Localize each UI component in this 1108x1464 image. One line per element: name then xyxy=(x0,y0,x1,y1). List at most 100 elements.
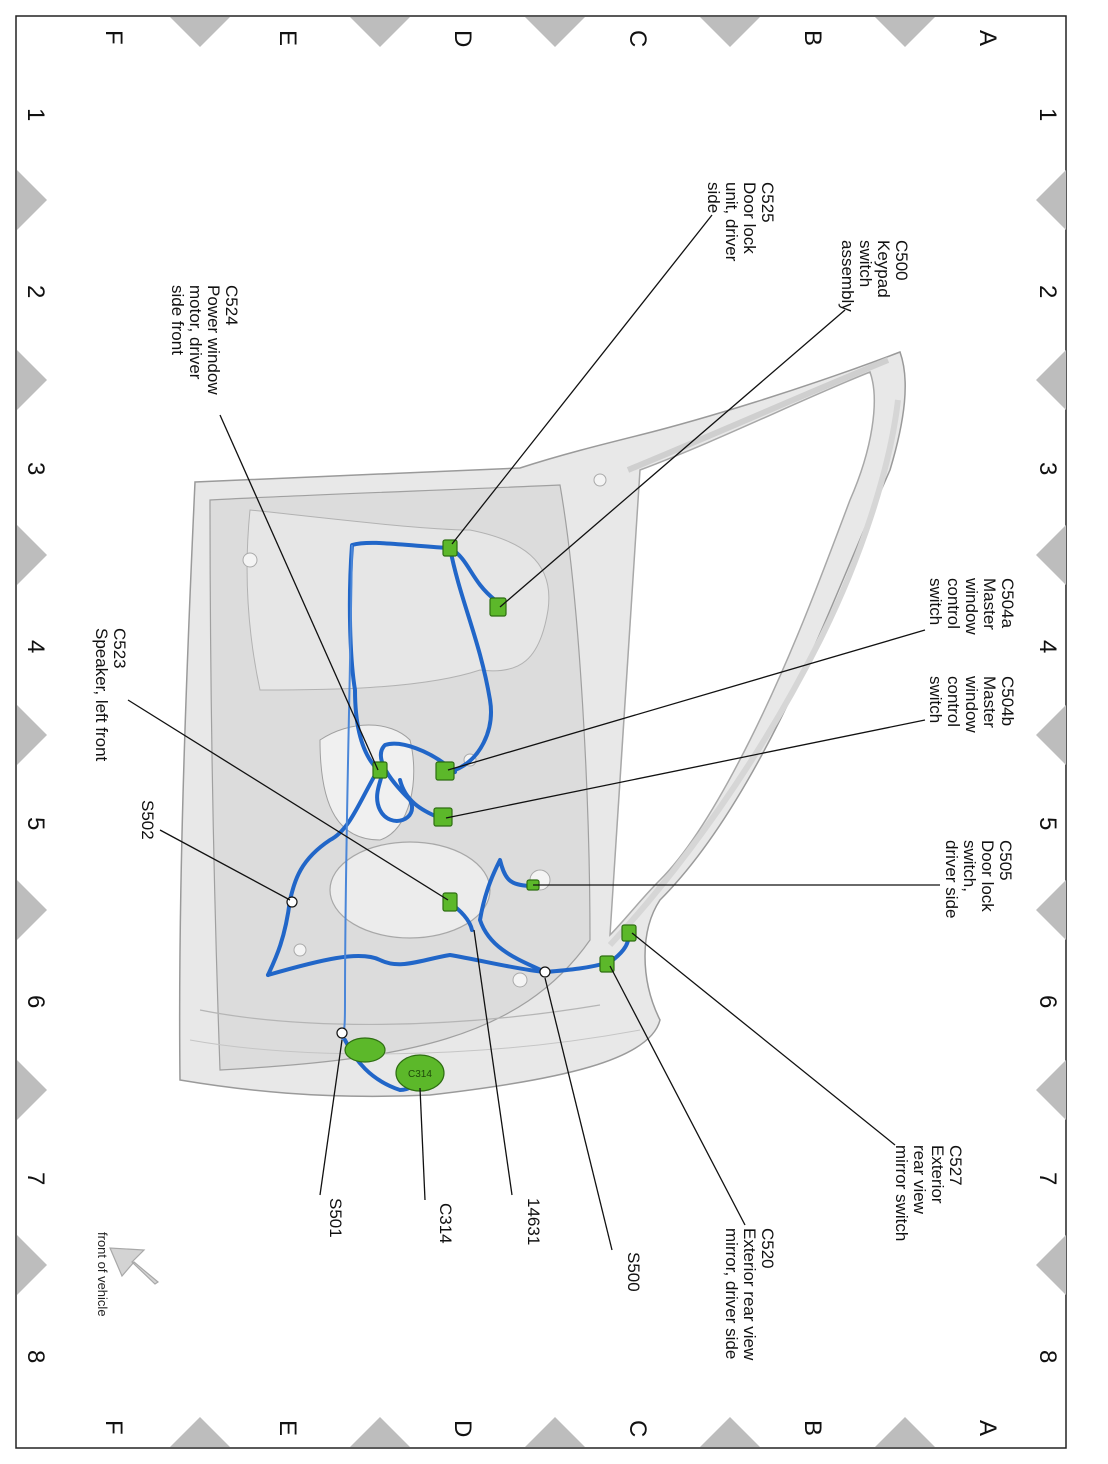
callout-c500-line2: Keypad xyxy=(874,240,893,298)
connector-c527 xyxy=(621,924,637,942)
leader-lines xyxy=(127,214,940,1251)
callout-c527: C527 Exterior rear view mirror switch xyxy=(892,1145,965,1241)
connector-c500 xyxy=(489,597,507,617)
callout-c504b-line3: window xyxy=(962,675,981,733)
splice-s501 xyxy=(336,1027,348,1039)
callout-c524-line4: side front xyxy=(168,285,187,355)
callout-c520-line2: Exterior rear view xyxy=(740,1228,759,1361)
callout-c505-line1: C505 xyxy=(996,840,1015,881)
row-label-b-bottom: B xyxy=(799,1420,826,1436)
col-label-3-left: 3 xyxy=(22,462,49,475)
callout-c525-line4: side xyxy=(704,182,723,213)
callout-c504a: C504a Master window control switch xyxy=(926,577,1017,635)
callout-c524: C524 Power window motor, driver side fro… xyxy=(168,285,241,395)
front-of-vehicle-label: front of vehicle xyxy=(95,1232,110,1317)
callout-s502: S502 xyxy=(138,800,157,840)
callout-s502-line1: S502 xyxy=(138,800,157,840)
callout-c525: C525 Door lock unit, driver side xyxy=(704,182,777,262)
callout-c527-line4: mirror switch xyxy=(892,1145,911,1241)
row-label-d-top: D xyxy=(449,30,476,47)
arrow-down-left-icon xyxy=(109,1247,160,1285)
row-label-f-bottom: F xyxy=(100,1420,127,1435)
callout-c504b-line5: switch xyxy=(926,676,945,723)
col-label-6-left: 6 xyxy=(22,995,49,1008)
callout-c524-line1: C524 xyxy=(222,285,241,326)
callout-c525-line2: Door lock xyxy=(740,182,759,254)
row-label-e-bottom: E xyxy=(274,1420,301,1436)
callout-c520-line1: C520 xyxy=(758,1228,777,1269)
callout-14631: 14631 xyxy=(524,1198,543,1245)
splice-s500 xyxy=(539,966,551,978)
connector-c523 xyxy=(442,892,458,912)
connector-c525 xyxy=(442,539,458,557)
row-label-c-top: C xyxy=(624,30,651,47)
callout-c525-line1: C525 xyxy=(758,182,777,223)
col-label-5-left: 5 xyxy=(22,817,49,830)
col-label-7-left: 7 xyxy=(22,1172,49,1185)
callout-c505-line3: switch, xyxy=(960,840,979,892)
callout-s501-line1: S501 xyxy=(326,1198,345,1238)
col-label-1-left: 1 xyxy=(22,108,49,121)
callout-c520-line3: mirror, driver side xyxy=(722,1228,741,1359)
wiring-harness xyxy=(266,540,631,1092)
callout-c527-line2: Exterior xyxy=(928,1145,947,1204)
callout-c505-line2: Door lock xyxy=(978,840,997,912)
callout-c505: C505 Door lock switch, driver side xyxy=(942,840,1015,918)
callout-c500-line3: switch xyxy=(856,240,875,287)
callout-c504a-line5: switch xyxy=(926,578,945,625)
splices xyxy=(286,896,551,1039)
connector-c504a xyxy=(435,761,455,781)
callout-c314: C314 xyxy=(436,1203,455,1244)
callout-c504a-line3: window xyxy=(962,577,981,635)
callout-c504b-line2: Master xyxy=(980,676,999,728)
callout-c500: C500 Keypad switch assembly xyxy=(838,240,911,312)
callout-c504a-line4: control xyxy=(944,578,963,629)
row-label-c-bottom: C xyxy=(624,1420,651,1437)
door-panel xyxy=(178,351,906,1098)
col-label-5-right: 5 xyxy=(1034,817,1061,830)
callout-c500-line1: C500 xyxy=(892,240,911,281)
callout-c314-line1: C314 xyxy=(436,1203,455,1244)
front-of-vehicle-indicator: front of vehicle xyxy=(95,1232,160,1317)
callout-c523-line1: C523 xyxy=(110,628,129,669)
col-label-8-left: 8 xyxy=(22,1350,49,1363)
row-label-d-bottom: D xyxy=(449,1420,476,1437)
col-label-8-right: 8 xyxy=(1034,1350,1061,1363)
callout-s501: S501 xyxy=(326,1198,345,1238)
callout-c523-line2: Speaker, left front xyxy=(92,628,111,762)
row-label-b-top: B xyxy=(799,30,826,46)
callout-14631-line1: 14631 xyxy=(524,1198,543,1245)
col-label-1-right: 1 xyxy=(1034,108,1061,121)
connectors: C314 xyxy=(344,539,637,1092)
callout-c524-line2: Power window xyxy=(204,285,223,395)
callout-c524-line3: motor, driver xyxy=(186,285,205,380)
grid-markers xyxy=(17,17,1066,1447)
callout-s500: S500 xyxy=(624,1252,643,1292)
callout-s500-line1: S500 xyxy=(624,1252,643,1292)
row-label-e-top: E xyxy=(274,30,301,46)
col-label-6-right: 6 xyxy=(1034,995,1061,1008)
row-label-a-bottom: A xyxy=(974,1420,1001,1436)
row-label-a-top: A xyxy=(974,30,1001,46)
col-label-3-right: 3 xyxy=(1034,462,1061,475)
col-label-4-left: 4 xyxy=(22,640,49,653)
callout-c504b-line1: C504b xyxy=(998,676,1017,726)
callout-c520: C520 Exterior rear view mirror, driver s… xyxy=(722,1228,777,1361)
col-label-2-right: 2 xyxy=(1034,285,1061,298)
callout-c527-line3: rear view xyxy=(910,1145,929,1215)
callout-c504a-line2: Master xyxy=(980,578,999,630)
callout-c500-line4: assembly xyxy=(838,240,857,312)
col-label-7-right: 7 xyxy=(1034,1172,1061,1185)
callout-c523: C523 Speaker, left front xyxy=(92,628,129,762)
callout-c505-line4: driver side xyxy=(942,840,961,918)
callout-c504b-line4: control xyxy=(944,676,963,727)
col-label-4-right: 4 xyxy=(1034,640,1061,653)
connector-c314-label-inset: C314 xyxy=(408,1069,432,1080)
callout-c527-line1: C527 xyxy=(946,1145,965,1186)
row-label-f-top: F xyxy=(100,30,127,45)
col-label-2-left: 2 xyxy=(22,285,49,298)
callout-c504a-line1: C504a xyxy=(998,578,1017,629)
callout-c504b: C504b Master window control switch xyxy=(926,675,1017,733)
grommet-s501 xyxy=(344,1037,386,1063)
